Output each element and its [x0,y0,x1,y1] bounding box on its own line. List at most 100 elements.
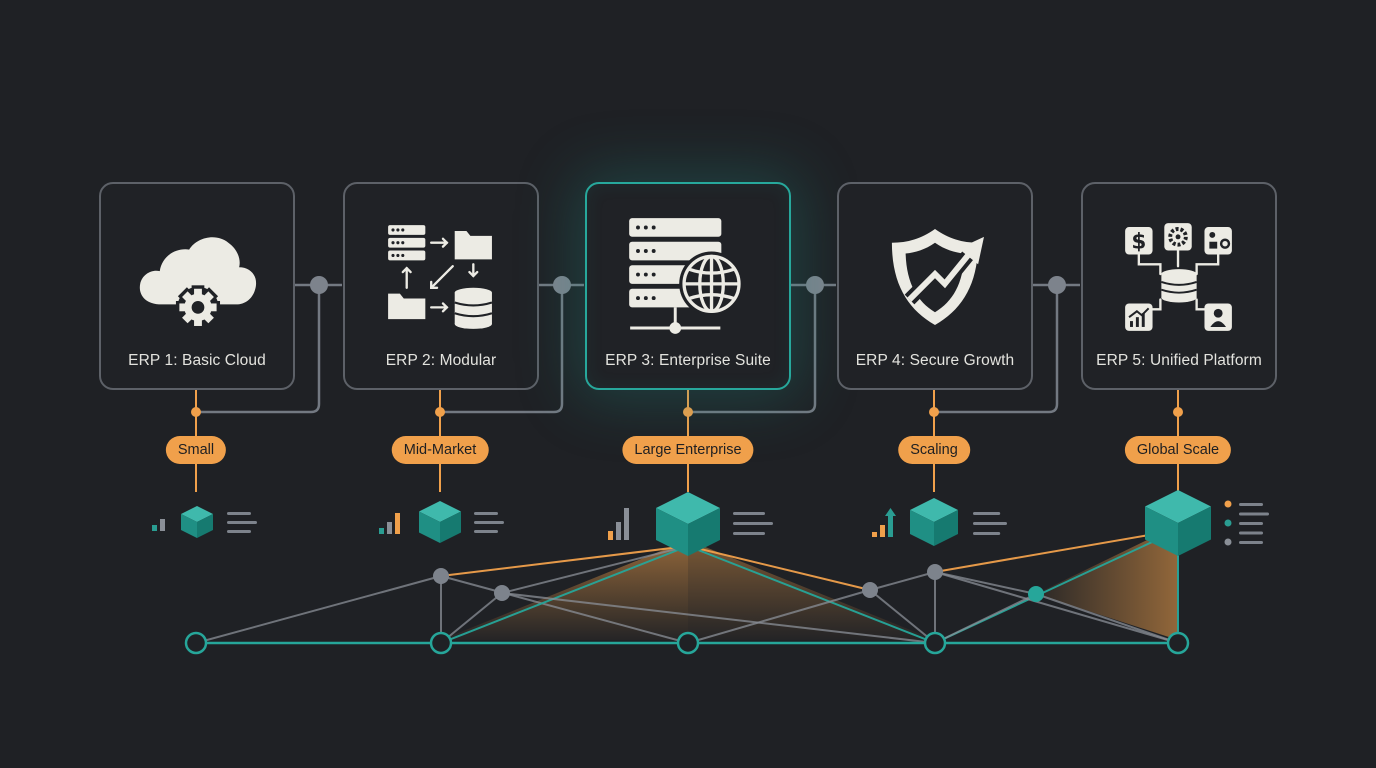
arrow-up-icon [885,508,896,516]
highlight-fans [441,525,1178,640]
stage-card-1[interactable]: ERP 1: Basic Cloud [99,182,295,390]
network-link [501,545,689,594]
tier-badge-4: Scaling [898,436,970,464]
stage-label: ERP 4: Secure Growth [855,352,1015,369]
tier-badge-2: Mid-Market [391,436,489,464]
bar-icon [160,519,165,531]
stage-label: ERP 2: Modular [385,352,497,369]
network-link [687,545,936,644]
network-node [1166,631,1190,655]
cloud-gear-icon [139,237,257,330]
legend-dot [1224,500,1232,508]
stage-card-2[interactable]: ERP 2: Modular [343,182,539,390]
network-link [501,592,936,644]
tier-indicators [152,490,1269,556]
network-link [934,571,1179,644]
growth-chart-icon [1125,303,1153,331]
bar-icon [608,531,613,540]
network-link [440,575,689,644]
bar-icon [888,514,893,537]
network-mesh [184,529,1190,655]
database-icon [1161,269,1197,303]
shield-growth-icon [891,229,984,325]
network-link [869,571,936,591]
list-icon [474,521,504,524]
bar-icon [624,508,629,540]
bar-icon [872,532,877,537]
connector-node [1048,276,1066,294]
network-link [934,571,1037,595]
cube-icon [910,510,934,546]
connector-line [938,285,1059,414]
network-node [676,631,700,655]
server-globe-icon [629,218,744,334]
stage-card-5[interactable]: $ [1081,182,1277,390]
network-link [440,545,689,577]
connector-node [310,276,328,294]
list-icon [733,512,765,515]
list-icon [227,512,251,515]
cube-icon [656,508,688,556]
tier-stem-dot [683,407,693,417]
list-icon [474,512,498,515]
list-icon [1239,503,1263,506]
tier-stem-dot [929,407,939,417]
tier-stems [191,390,1183,492]
network-link [440,592,503,644]
card-connectors [200,276,1080,414]
stage-label: ERP 5: Unified Platform [1096,352,1262,369]
network-node [184,631,208,655]
network-node [1028,586,1044,602]
list-icon [1239,512,1269,516]
tier-badge-5: Global Scale [1124,436,1232,464]
cube-icon [1178,506,1211,556]
connector-node [806,276,824,294]
list-icon [733,522,773,525]
network-link [934,593,1037,644]
connector-node [553,276,571,294]
list-icon [227,521,257,524]
list-icon [1239,531,1263,535]
network-node [429,631,453,655]
cube-icon [934,510,958,546]
network-link [195,575,442,644]
stage-label: ERP 1: Basic Cloud [128,352,266,369]
cube-icon [197,514,213,538]
network-node [923,631,947,655]
network-node [927,564,943,580]
connector-line [444,285,564,414]
network-node [862,582,878,598]
settings-profile-icon [1204,227,1232,255]
bar-icon [880,525,885,537]
cube-icon [688,508,720,556]
bar-icon [387,522,392,534]
stage-card-3[interactable]: ERP 3: Enterprise Suite [585,182,791,390]
list-icon [474,530,498,533]
stage-label: ERP 3: Enterprise Suite [605,352,771,369]
list-icon [973,522,1007,525]
unified-hub-icon: $ [1125,223,1232,331]
tier-badge-3: Large Enterprise [622,436,754,464]
network-link [934,529,1179,573]
dollar-icon: $ [1125,227,1153,255]
tier-stem-dot [191,407,201,417]
cube-icon [1145,506,1178,556]
highlight-fan [688,540,935,640]
network-node [494,585,510,601]
cube-icon [419,511,440,543]
legend-dot [1224,519,1232,527]
bar-icon [395,513,400,534]
network-link [687,545,871,591]
list-icon [1239,541,1263,544]
network-link [687,589,871,644]
bar-icon [379,528,384,534]
bar-icon [152,525,157,531]
highlight-fan [1036,525,1178,640]
list-icon [227,530,251,533]
stage-card-4[interactable]: ERP 4: Secure Growth [837,182,1033,390]
gear-cluster-icon [1164,223,1192,251]
tier-badge-1: Small [165,436,227,464]
tier-stem-dot [435,407,445,417]
